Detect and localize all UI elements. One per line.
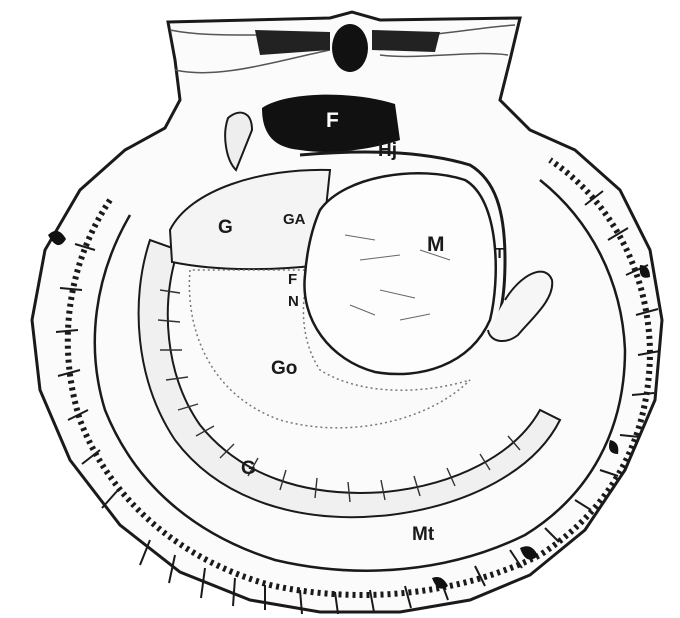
label-gonad: Go <box>271 359 297 378</box>
hinge-ligament <box>332 24 368 72</box>
label-muscle: M <box>427 234 445 255</box>
label-tentacle: T <box>495 246 504 261</box>
label-foot-small: F <box>288 272 297 287</box>
adductor-muscle <box>304 173 495 374</box>
label-nerve: N <box>288 294 299 309</box>
label-mantle: Mt <box>412 525 434 544</box>
label-gill-upper: G <box>218 218 233 237</box>
label-gill-lower: G <box>241 459 256 478</box>
label-gill-axis: GA <box>283 212 306 227</box>
label-hinge: Hj <box>378 141 397 160</box>
label-foot: F <box>326 110 339 131</box>
